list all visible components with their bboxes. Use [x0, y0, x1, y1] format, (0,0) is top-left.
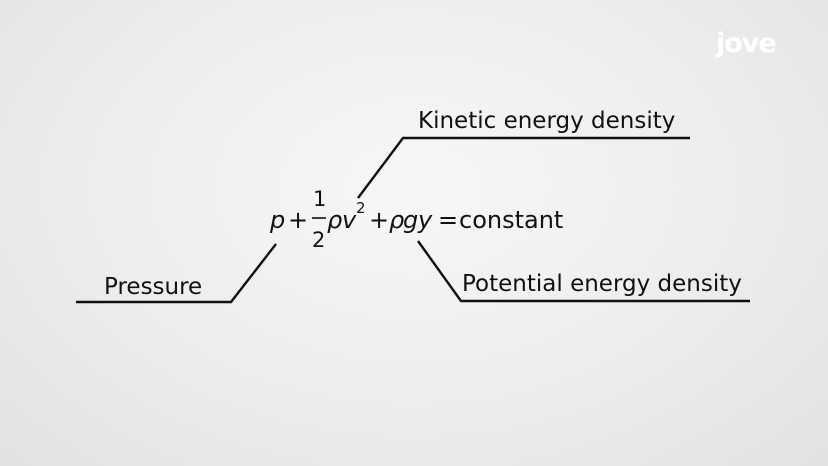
- eq-rho-1: ρ: [327, 206, 342, 234]
- eq-pressure-symbol: p: [269, 206, 285, 234]
- eq-rho-2: ρ: [389, 206, 404, 234]
- eq-height: y: [417, 206, 433, 234]
- eq-plus-1: +: [288, 206, 308, 234]
- kinetic-callout: Kinetic energy density: [357, 108, 690, 199]
- jove-logo: jove: [715, 28, 777, 59]
- eq-equals: =: [438, 206, 458, 234]
- eq-velocity: v: [342, 206, 357, 234]
- kinetic-label: Kinetic energy density: [418, 108, 675, 134]
- potential-label: Potential energy density: [462, 271, 742, 297]
- jove-logo-text: jove: [715, 28, 776, 59]
- eq-constant: constant: [459, 206, 563, 234]
- eq-exponent: 2: [356, 199, 366, 217]
- pressure-callout: Pressure: [76, 243, 277, 304]
- kinetic-leader-line: [357, 136, 690, 199]
- eq-gravity: g: [403, 206, 418, 234]
- pressure-label: Pressure: [104, 274, 202, 300]
- eq-fraction-denominator: 2: [312, 228, 325, 252]
- potential-callout: Potential energy density: [417, 240, 750, 303]
- pressure-leader-line: [76, 243, 277, 304]
- potential-leader-line: [417, 240, 750, 303]
- eq-plus-2: +: [369, 206, 389, 234]
- bernoulli-equation: p + 1 2 ρ v 2 + ρ g y = constant: [269, 187, 563, 252]
- eq-fraction-numerator: 1: [313, 187, 326, 211]
